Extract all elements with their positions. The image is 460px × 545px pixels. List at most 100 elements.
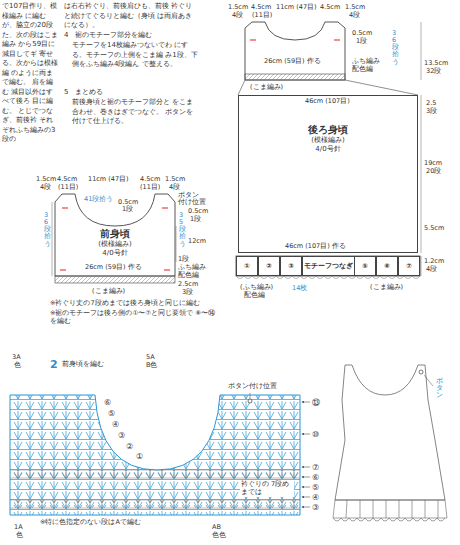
- dimension-label: ふち編み: [352, 58, 380, 66]
- bodice-panel: 後ろ身頃(模様編み)4/0号針: [238, 95, 418, 253]
- dimension-label: 46cm (107目) 作る: [285, 243, 346, 251]
- dimension-label: 4段: [426, 266, 437, 274]
- row-number: ⑤: [312, 483, 319, 493]
- instruction-text: で107目作り、模様編み に編むが、脇立の20段 た、次の段はこま編み から59…: [2, 2, 60, 145]
- part-note: 4/0号針: [239, 145, 417, 154]
- row-number: ④: [112, 420, 119, 430]
- vertical-note: 36段拾う: [392, 30, 399, 66]
- part-name: 前身頃: [55, 228, 175, 240]
- pickup-count: 41段拾う: [84, 196, 113, 204]
- row-number: ⑦: [312, 463, 319, 473]
- dimension-label: 配色編: [352, 66, 373, 74]
- motif-cell: ⑦: [398, 256, 420, 276]
- dimension-label: 1.5cm: [165, 176, 185, 184]
- row-number: ②: [126, 442, 133, 452]
- dimension-label: 色色: [212, 532, 226, 540]
- row-number: ⑥: [312, 473, 319, 483]
- dimension-label: 20段: [426, 168, 441, 176]
- front-bodice-outline: [55, 194, 175, 276]
- dimension-label: 11cm (47目): [88, 176, 129, 184]
- dimension-label: 46cm (107目): [305, 98, 350, 106]
- dimension-line: [52, 202, 176, 276]
- dimension-label: 13.5cm: [424, 60, 448, 68]
- button-leader: [250, 393, 251, 399]
- part-name: モチーフつなぎ: [303, 257, 354, 275]
- dimension-label: 1.5cm: [228, 4, 248, 12]
- dimension-label: 2.5cm: [178, 281, 198, 289]
- dimension-label: 配色編: [178, 272, 199, 280]
- colour-row: [10, 500, 300, 508]
- motif-cell: モチーフつなぎ: [302, 256, 355, 276]
- dimension-label: (こま編み): [370, 284, 403, 292]
- dimension-label: AB: [212, 524, 221, 532]
- dress-hem-band: [333, 500, 447, 518]
- dimension-label: 26cm (59目) 作る: [85, 264, 142, 272]
- dimension-label: 1A: [14, 524, 23, 532]
- dimension-label: 1段: [190, 216, 201, 224]
- dimension-label: 12cm: [188, 238, 206, 246]
- part-name: ⑤: [355, 257, 375, 275]
- section-heading: 2: [50, 358, 58, 371]
- dimension-label: 4段: [232, 12, 243, 20]
- dimension-label: B色: [146, 362, 157, 370]
- part-name: ⑦: [399, 257, 419, 275]
- pickup-count: 14枚: [292, 285, 307, 293]
- dimension-label: 1段: [122, 206, 133, 214]
- dimension-label: 1.2cm: [424, 258, 444, 266]
- row-number: ⑥: [104, 398, 111, 408]
- dimension-label: ボタン付け位置: [228, 383, 277, 391]
- dimension-label: 1段: [178, 256, 189, 264]
- dimension-label: 4段: [169, 184, 180, 192]
- vertical-note: 36段拾う: [44, 212, 51, 248]
- row-arrows: [302, 402, 310, 507]
- dimension-label: ふち編み: [178, 264, 206, 272]
- motif-cell: ②: [258, 256, 280, 276]
- dimension-label: 1.5cm: [36, 176, 56, 184]
- dimension-label: ※特に色指定のない段はAで編む: [40, 519, 141, 527]
- part-name: ③: [281, 257, 301, 275]
- dimension-label: 3段: [182, 289, 193, 297]
- motif-cell: ①: [236, 256, 258, 276]
- bodice-panel: 前身頃(模様編み)4/0号針: [55, 226, 175, 260]
- dimension-label: 3A: [12, 354, 21, 362]
- part-note: (模様編み): [55, 240, 175, 249]
- button-leader: [424, 375, 433, 386]
- dress-illustration: [335, 365, 445, 500]
- instruction-text: 前後身頃と裾のモチーフ部分と をこま合わせ、巻きはぎでつなぐ。 ボタンを付けて仕…: [72, 98, 198, 127]
- dimension-label: 4.5cm: [57, 176, 77, 184]
- row-number: ⑤: [108, 409, 115, 419]
- part-name: 後ろ身頃: [239, 124, 417, 136]
- motif-cell: ③: [280, 256, 302, 276]
- motif-band-outline: [236, 256, 420, 276]
- dimension-label: 色: [16, 532, 23, 540]
- back-body-joint: [238, 80, 418, 95]
- dimension-label: 4段: [349, 12, 360, 20]
- dimension-label: 1.5cm: [345, 4, 365, 12]
- button-mark: [248, 399, 252, 403]
- part-name: ②: [259, 257, 279, 275]
- dimension-label: 4.5cm: [251, 4, 271, 12]
- dimension-label: 色: [14, 362, 21, 370]
- dimension-label: 4段: [40, 184, 51, 192]
- dimension-label: (11目): [252, 12, 272, 20]
- row-number: ①: [136, 452, 143, 462]
- part-name: ①: [237, 257, 257, 275]
- part-note: 4/0号針: [55, 249, 175, 258]
- dimension-label: 2.5: [426, 100, 436, 108]
- dress-hem-scallop: [333, 518, 445, 521]
- vertical-note: 35段拾う: [179, 212, 186, 248]
- dimension-label: 4.5cm: [140, 176, 160, 184]
- motif-cell: ⑤: [354, 256, 376, 276]
- dimension-label: (11目): [140, 184, 160, 192]
- note-text: ※衿ぐり丈の7段めまでは後ろ身頃と同じに編む: [50, 300, 220, 308]
- dimension-label: 11cm (47目): [276, 4, 317, 12]
- dimension-label: 19cm: [424, 160, 442, 168]
- part-note: (模様編み): [239, 136, 417, 145]
- note-text: ※裾のモチーフは後ろ側の①〜⑦と同じ要領で ⑧〜⑭を編む: [50, 310, 220, 326]
- vertical-note: ボタン: [436, 378, 443, 399]
- colour-row: [10, 470, 300, 478]
- dimension-label: 4.5cm: [320, 4, 340, 12]
- dimension-label: 5A: [146, 354, 155, 362]
- dress-button: [419, 370, 423, 374]
